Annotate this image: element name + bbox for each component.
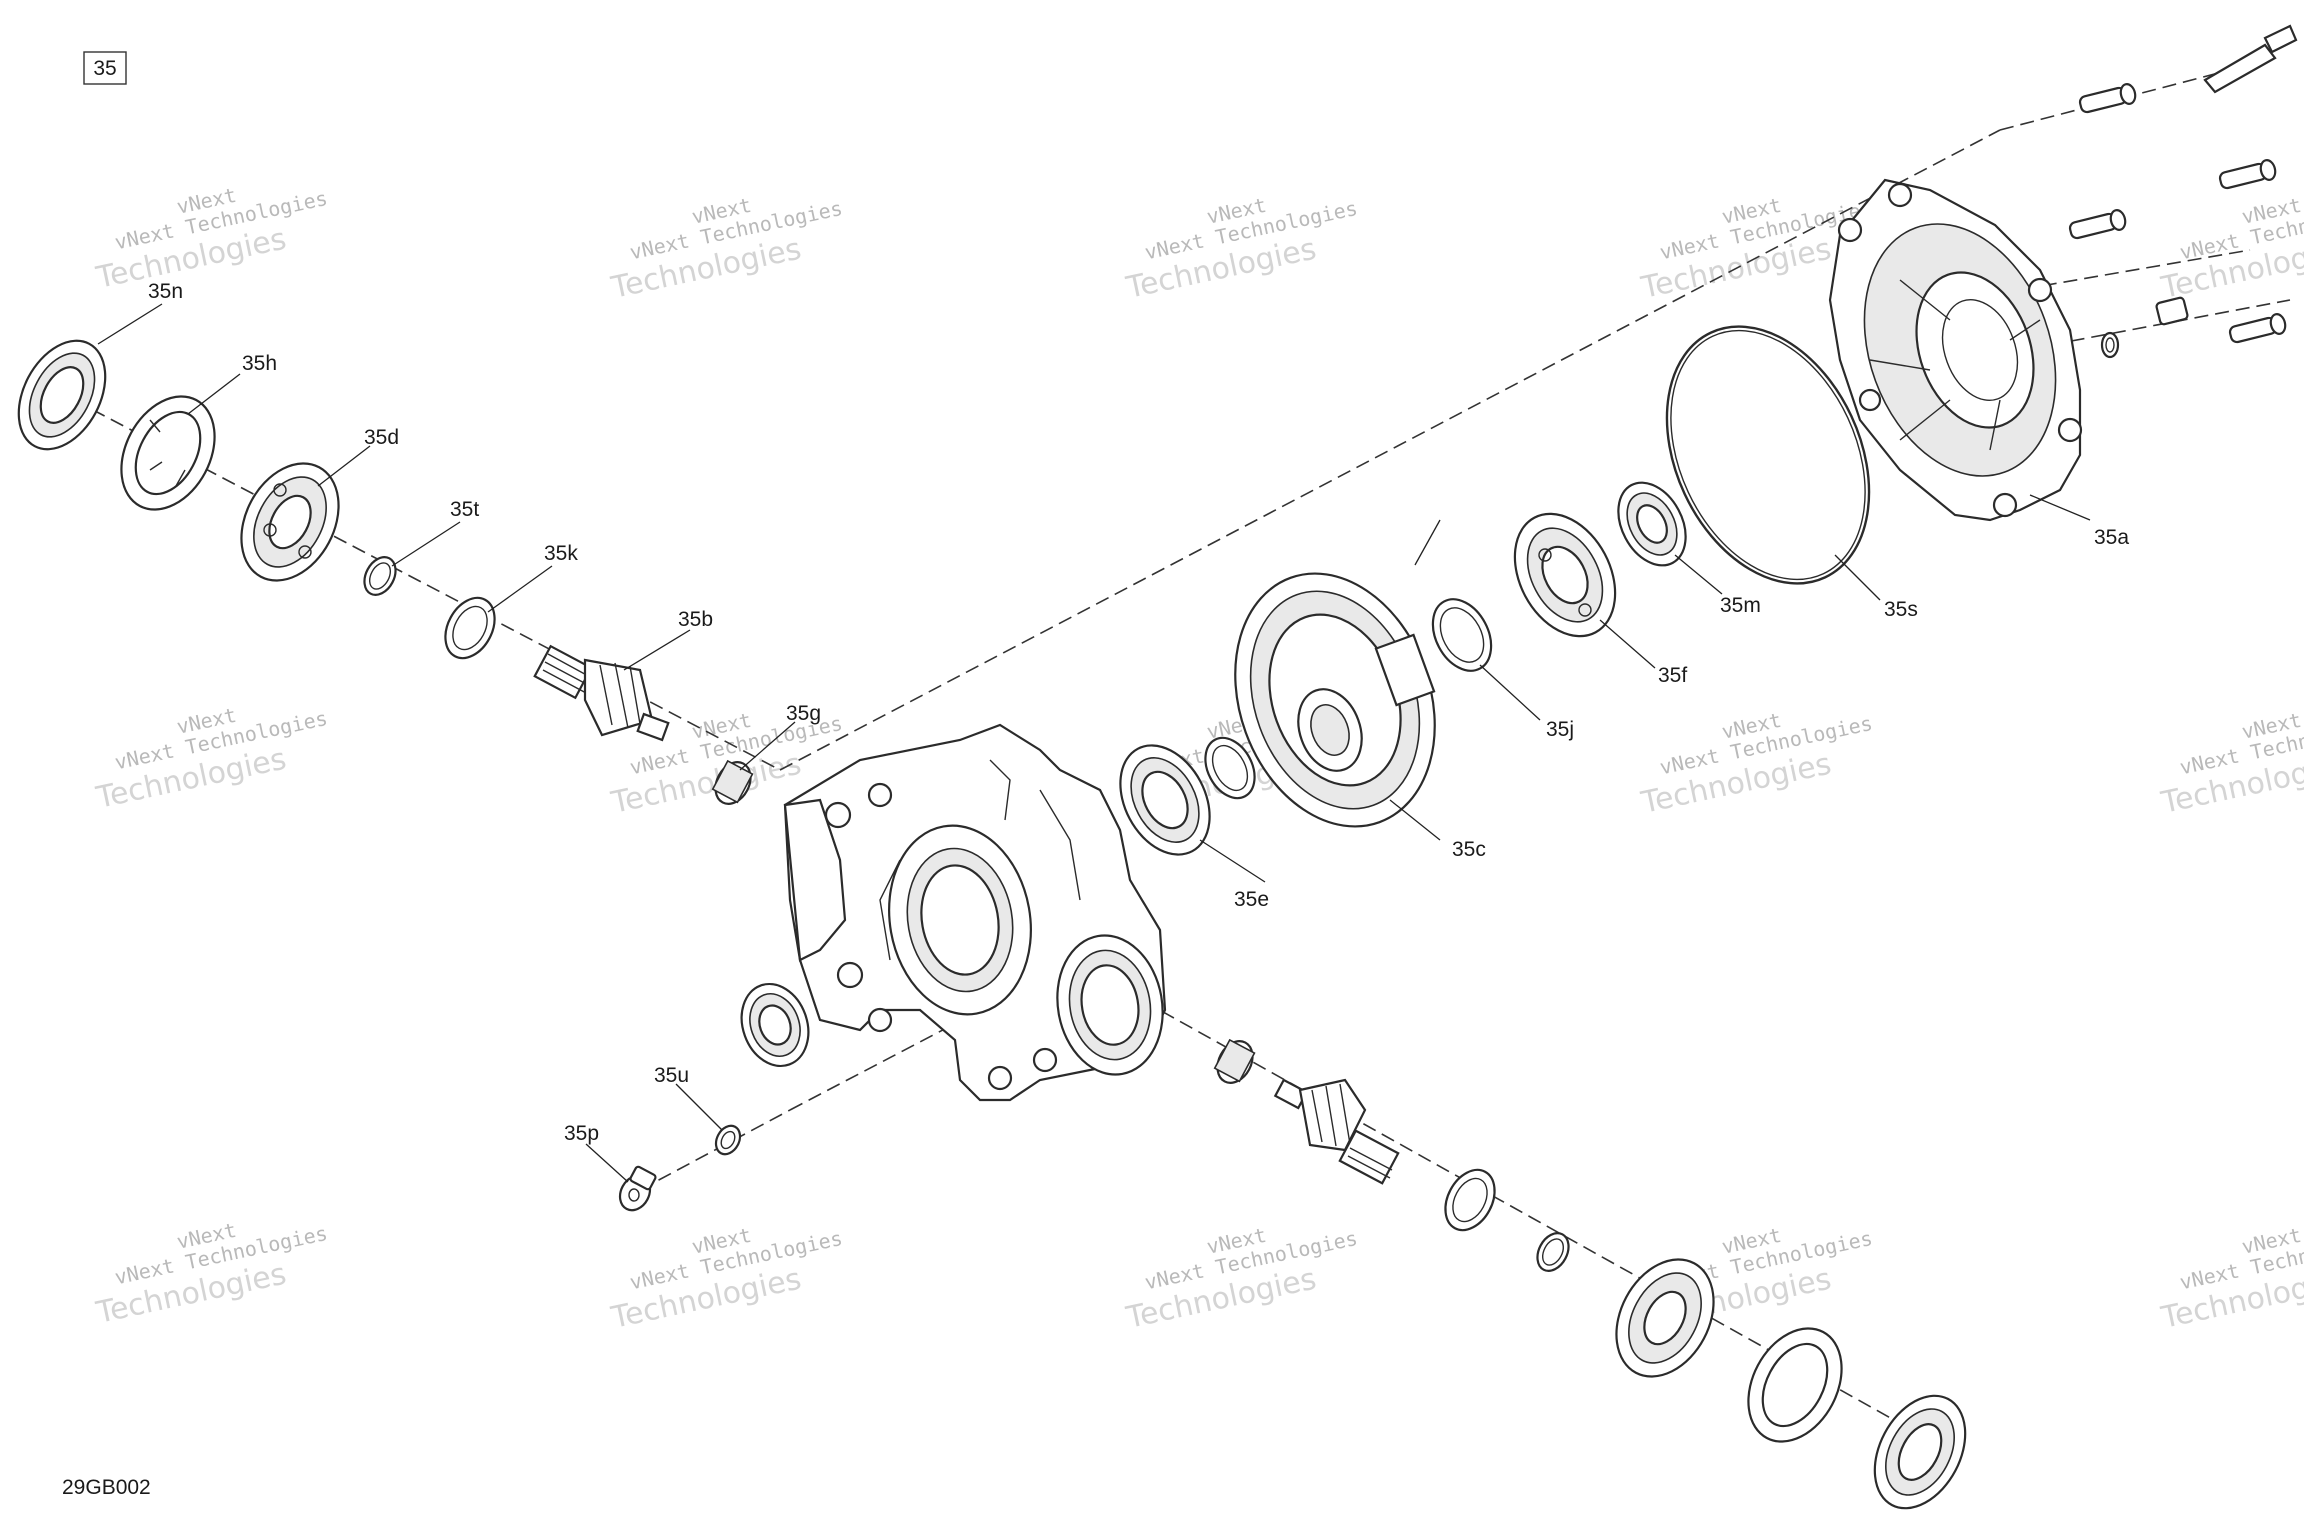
figure-number: 35 [93, 57, 116, 80]
callout-35a: 35a [2094, 526, 2129, 549]
axis-drain-plug [639, 1109, 791, 1191]
callout-35c: 35c [1452, 838, 1486, 861]
callout-35d: 35d [364, 426, 399, 449]
bolt [2228, 313, 2287, 344]
callout-35t: 35t [450, 498, 479, 521]
needle-bearing-35g [711, 759, 754, 805]
shim-lower [1444, 1168, 1496, 1232]
gearbox-housing [783, 723, 1167, 1102]
leader-lines [97, 303, 2091, 1183]
pinion-gear-lower [1273, 1078, 1400, 1185]
watermark: vNext vNext Technologies Technologies [608, 193, 845, 306]
bolt [2218, 159, 2277, 190]
oil-seal-lower-right [1873, 1394, 1967, 1510]
callout-35n: 35n [148, 280, 183, 303]
watermark: vNext vNext Technologies Technologies [1638, 708, 1875, 821]
bolt [2068, 209, 2127, 240]
fasteners-upper-right [2068, 24, 2298, 359]
o-ring-35s [1665, 325, 1871, 585]
callout-35b: 35b [678, 608, 713, 631]
snap-ring-lower [1536, 1232, 1570, 1272]
callout-35u: 35u [654, 1064, 689, 1087]
bearing-35e [1119, 744, 1211, 856]
callout-35f: 35f [1658, 664, 1687, 687]
drawing-code: 29GB002 [62, 1476, 151, 1499]
washer-35u [714, 1124, 742, 1156]
watermark: vNext vNext Technologies Technologies [93, 1218, 330, 1331]
figure-number-box: 35 [83, 51, 127, 85]
watermark: vNext vNext Technologies Technologies [93, 703, 330, 816]
shim-35k [444, 596, 496, 660]
watermark: vNext vNext Technologies Technologies [2158, 1223, 2304, 1336]
oil-seal-lower-left [740, 982, 810, 1068]
watermark: vNext vNext Technologies Technologies [1123, 193, 1360, 306]
housing-cover-35a [1828, 178, 2083, 522]
ball-bearing-lower [1615, 1258, 1715, 1378]
washer [2100, 331, 2120, 359]
ball-bearing-35d [240, 462, 340, 582]
callout-35s: 35s [1884, 598, 1918, 621]
plug [2155, 296, 2189, 326]
callout-35k: 35k [544, 542, 578, 565]
callout-35p: 35p [564, 1122, 599, 1145]
oil-seal-35m [1617, 481, 1687, 567]
snap-ring-35t [363, 556, 397, 596]
callout-35e: 35e [1234, 888, 1269, 911]
ball-bearing-35f [1513, 512, 1617, 638]
callout-35m: 35m [1720, 594, 1761, 617]
callout-35j: 35j [1546, 718, 1574, 741]
needle-bearing-lower [1213, 1038, 1256, 1084]
watermark: vNext vNext Technologies Technologies [2158, 193, 2304, 306]
watermark: vNext vNext Technologies Technologies [2158, 708, 2304, 821]
oil-seal-35n [17, 339, 107, 451]
shim-35j [1431, 598, 1493, 672]
callout-35h: 35h [242, 352, 277, 375]
watermark: vNext vNext Technologies Technologies [93, 183, 330, 296]
ring-35e-adjacent [1204, 736, 1256, 800]
bearing-race-35h [120, 395, 216, 511]
bearing-race-lower [1747, 1327, 1843, 1443]
bolt [2078, 83, 2137, 114]
drain-plug-35p [618, 1165, 657, 1212]
callout-35g: 35g [786, 702, 821, 725]
ring-gear-35c [1234, 572, 1436, 828]
callout-labels: 35n 35h 35d 35t 35k 35b 35g 35e 35c 35j … [148, 280, 2129, 1145]
vent-fitting [2203, 24, 2298, 94]
watermark: vNext vNext Technologies Technologies [608, 1223, 845, 1336]
pinion-gear-35b [533, 644, 670, 742]
watermark: vNext vNext Technologies Technologies [1123, 1223, 1360, 1336]
